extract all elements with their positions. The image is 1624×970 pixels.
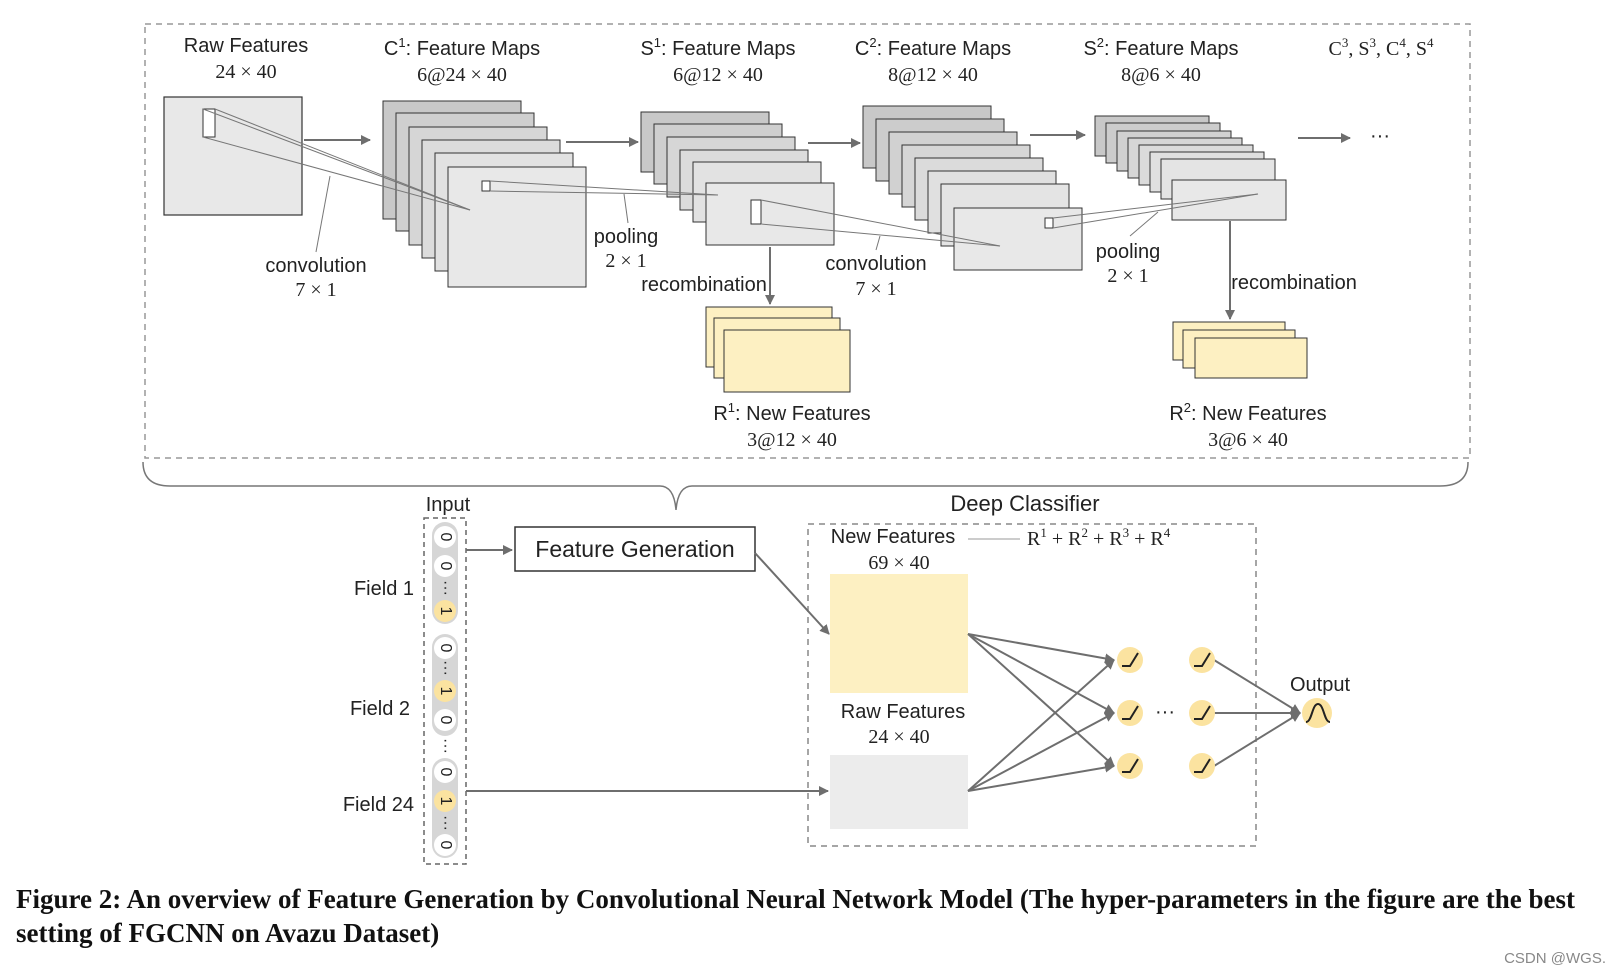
raw-features-map — [163, 96, 303, 216]
bit-cell — [434, 600, 456, 622]
remaining-layers-label: C3, S3, C4, S4 — [1329, 35, 1434, 60]
s1-feature-maps — [640, 111, 835, 246]
fg-to-classifier-arrow — [754, 552, 830, 635]
new-features-formula: R1 + R2 + R3 + R4 — [1027, 525, 1171, 550]
raw-features-block-dims: 24 × 40 — [868, 726, 929, 748]
relu-icon — [1194, 705, 1211, 720]
sigmoid-icon — [1305, 702, 1331, 723]
conv1-size: 7 × 1 — [295, 279, 336, 301]
raw-features-block-title: Raw Features — [841, 701, 966, 723]
relu-icon — [1122, 705, 1139, 720]
raw-features-title: Raw Features — [184, 35, 309, 57]
pool1-size: 2 × 1 — [605, 250, 646, 272]
bit-dots: ··· — [437, 660, 454, 676]
new-features-block — [830, 574, 968, 693]
hidden-layer-n — [1189, 647, 1215, 779]
bit-cell — [434, 526, 456, 548]
bit-dots: ··· — [437, 580, 454, 596]
c1-title: C1: Feature Maps — [384, 35, 540, 60]
bit-value: 0 — [437, 644, 454, 653]
hidden-layer-1 — [1117, 647, 1143, 779]
pool1-label: pooling — [594, 226, 659, 248]
s2-feature-maps — [1094, 115, 1287, 221]
output-neuron — [1302, 698, 1332, 728]
bit-cell — [434, 709, 456, 731]
figure-caption: Figure 2: An overview of Feature Generat… — [16, 884, 1576, 948]
stage-arrows — [304, 130, 1351, 148]
top-ellipsis: ··· — [1370, 125, 1390, 147]
feature-generation-frame — [144, 23, 1471, 459]
s1-title: S1: Feature Maps — [640, 35, 795, 60]
field-2-label: Field 2 — [350, 698, 410, 720]
relu-icon — [1122, 652, 1139, 667]
r1-title: R1: New Features — [713, 400, 870, 425]
s2-title: S2: Feature Maps — [1083, 35, 1238, 60]
pool2-size: 2 × 1 — [1107, 265, 1148, 287]
bit-cell — [434, 790, 456, 812]
s1-dims: 6@12 × 40 — [673, 64, 763, 86]
c2-title: C2: Feature Maps — [855, 35, 1011, 60]
relu-icon — [1194, 758, 1211, 773]
feature-generation-label: Feature Generation — [535, 536, 734, 562]
r1-dims: 3@12 × 40 — [747, 429, 837, 451]
bit-value: 0 — [437, 533, 454, 542]
receptive-field-lines — [202, 108, 1259, 253]
bit-value: 0 — [437, 768, 454, 777]
raw-features-block — [830, 755, 968, 829]
bit-dots: ··· — [437, 738, 454, 754]
input-label: Input — [426, 494, 471, 516]
deep-classifier-title: Deep Classifier — [950, 491, 1099, 516]
c1-dims: 6@24 × 40 — [417, 64, 507, 86]
bit-cell — [434, 555, 456, 577]
recombination-2-label: recombination — [1231, 272, 1357, 294]
bit-value: 1 — [437, 797, 454, 806]
field-24-label: Field 24 — [343, 794, 414, 816]
conv1-label: convolution — [265, 255, 366, 277]
r2-new-features — [1172, 321, 1308, 379]
bit-value: 1 — [437, 607, 454, 616]
bit-cell — [434, 680, 456, 702]
c2-dims: 8@12 × 40 — [888, 64, 978, 86]
bit-value: 0 — [437, 716, 454, 725]
hidden-ellipsis: ··· — [1155, 701, 1175, 723]
pool2-label: pooling — [1096, 241, 1161, 263]
relu-icon — [1194, 652, 1211, 667]
recombination-1-label: recombination — [641, 274, 767, 296]
brace — [142, 461, 1469, 511]
fc-connections — [967, 633, 1301, 792]
relu-icon — [1122, 758, 1139, 773]
output-label: Output — [1290, 674, 1350, 696]
feature-generation-box — [514, 526, 756, 572]
bit-value: 1 — [437, 687, 454, 696]
field-1-label: Field 1 — [354, 578, 414, 600]
c1-feature-maps — [382, 100, 587, 288]
conv2-label: convolution — [825, 253, 926, 275]
raw-features-dims: 24 × 40 — [215, 61, 276, 83]
r2-title: R2: New Features — [1169, 400, 1326, 425]
bit-value: 0 — [437, 841, 454, 850]
conv2-size: 7 × 1 — [855, 278, 896, 300]
input-bits: 0 0 ··· 1 0 ··· 1 0 ··· 0 1 ··· 0 — [434, 526, 456, 856]
fgcnn-diagram: Raw Features 24 × 40 C1: Feature Maps 6@… — [142, 23, 1471, 865]
bit-value: 0 — [437, 562, 454, 571]
new-features-dims: 69 × 40 — [868, 552, 929, 574]
bit-cell — [434, 761, 456, 783]
s2-dims: 8@6 × 40 — [1121, 64, 1201, 86]
r1-new-features — [705, 306, 851, 393]
bit-cell — [434, 637, 456, 659]
bit-cell — [434, 834, 456, 856]
bit-dots: ··· — [437, 815, 454, 831]
watermark: CSDN @WGS. — [1504, 950, 1606, 967]
new-features-title: New Features — [831, 526, 956, 548]
r2-dims: 3@6 × 40 — [1208, 429, 1288, 451]
c2-feature-maps — [862, 105, 1083, 271]
